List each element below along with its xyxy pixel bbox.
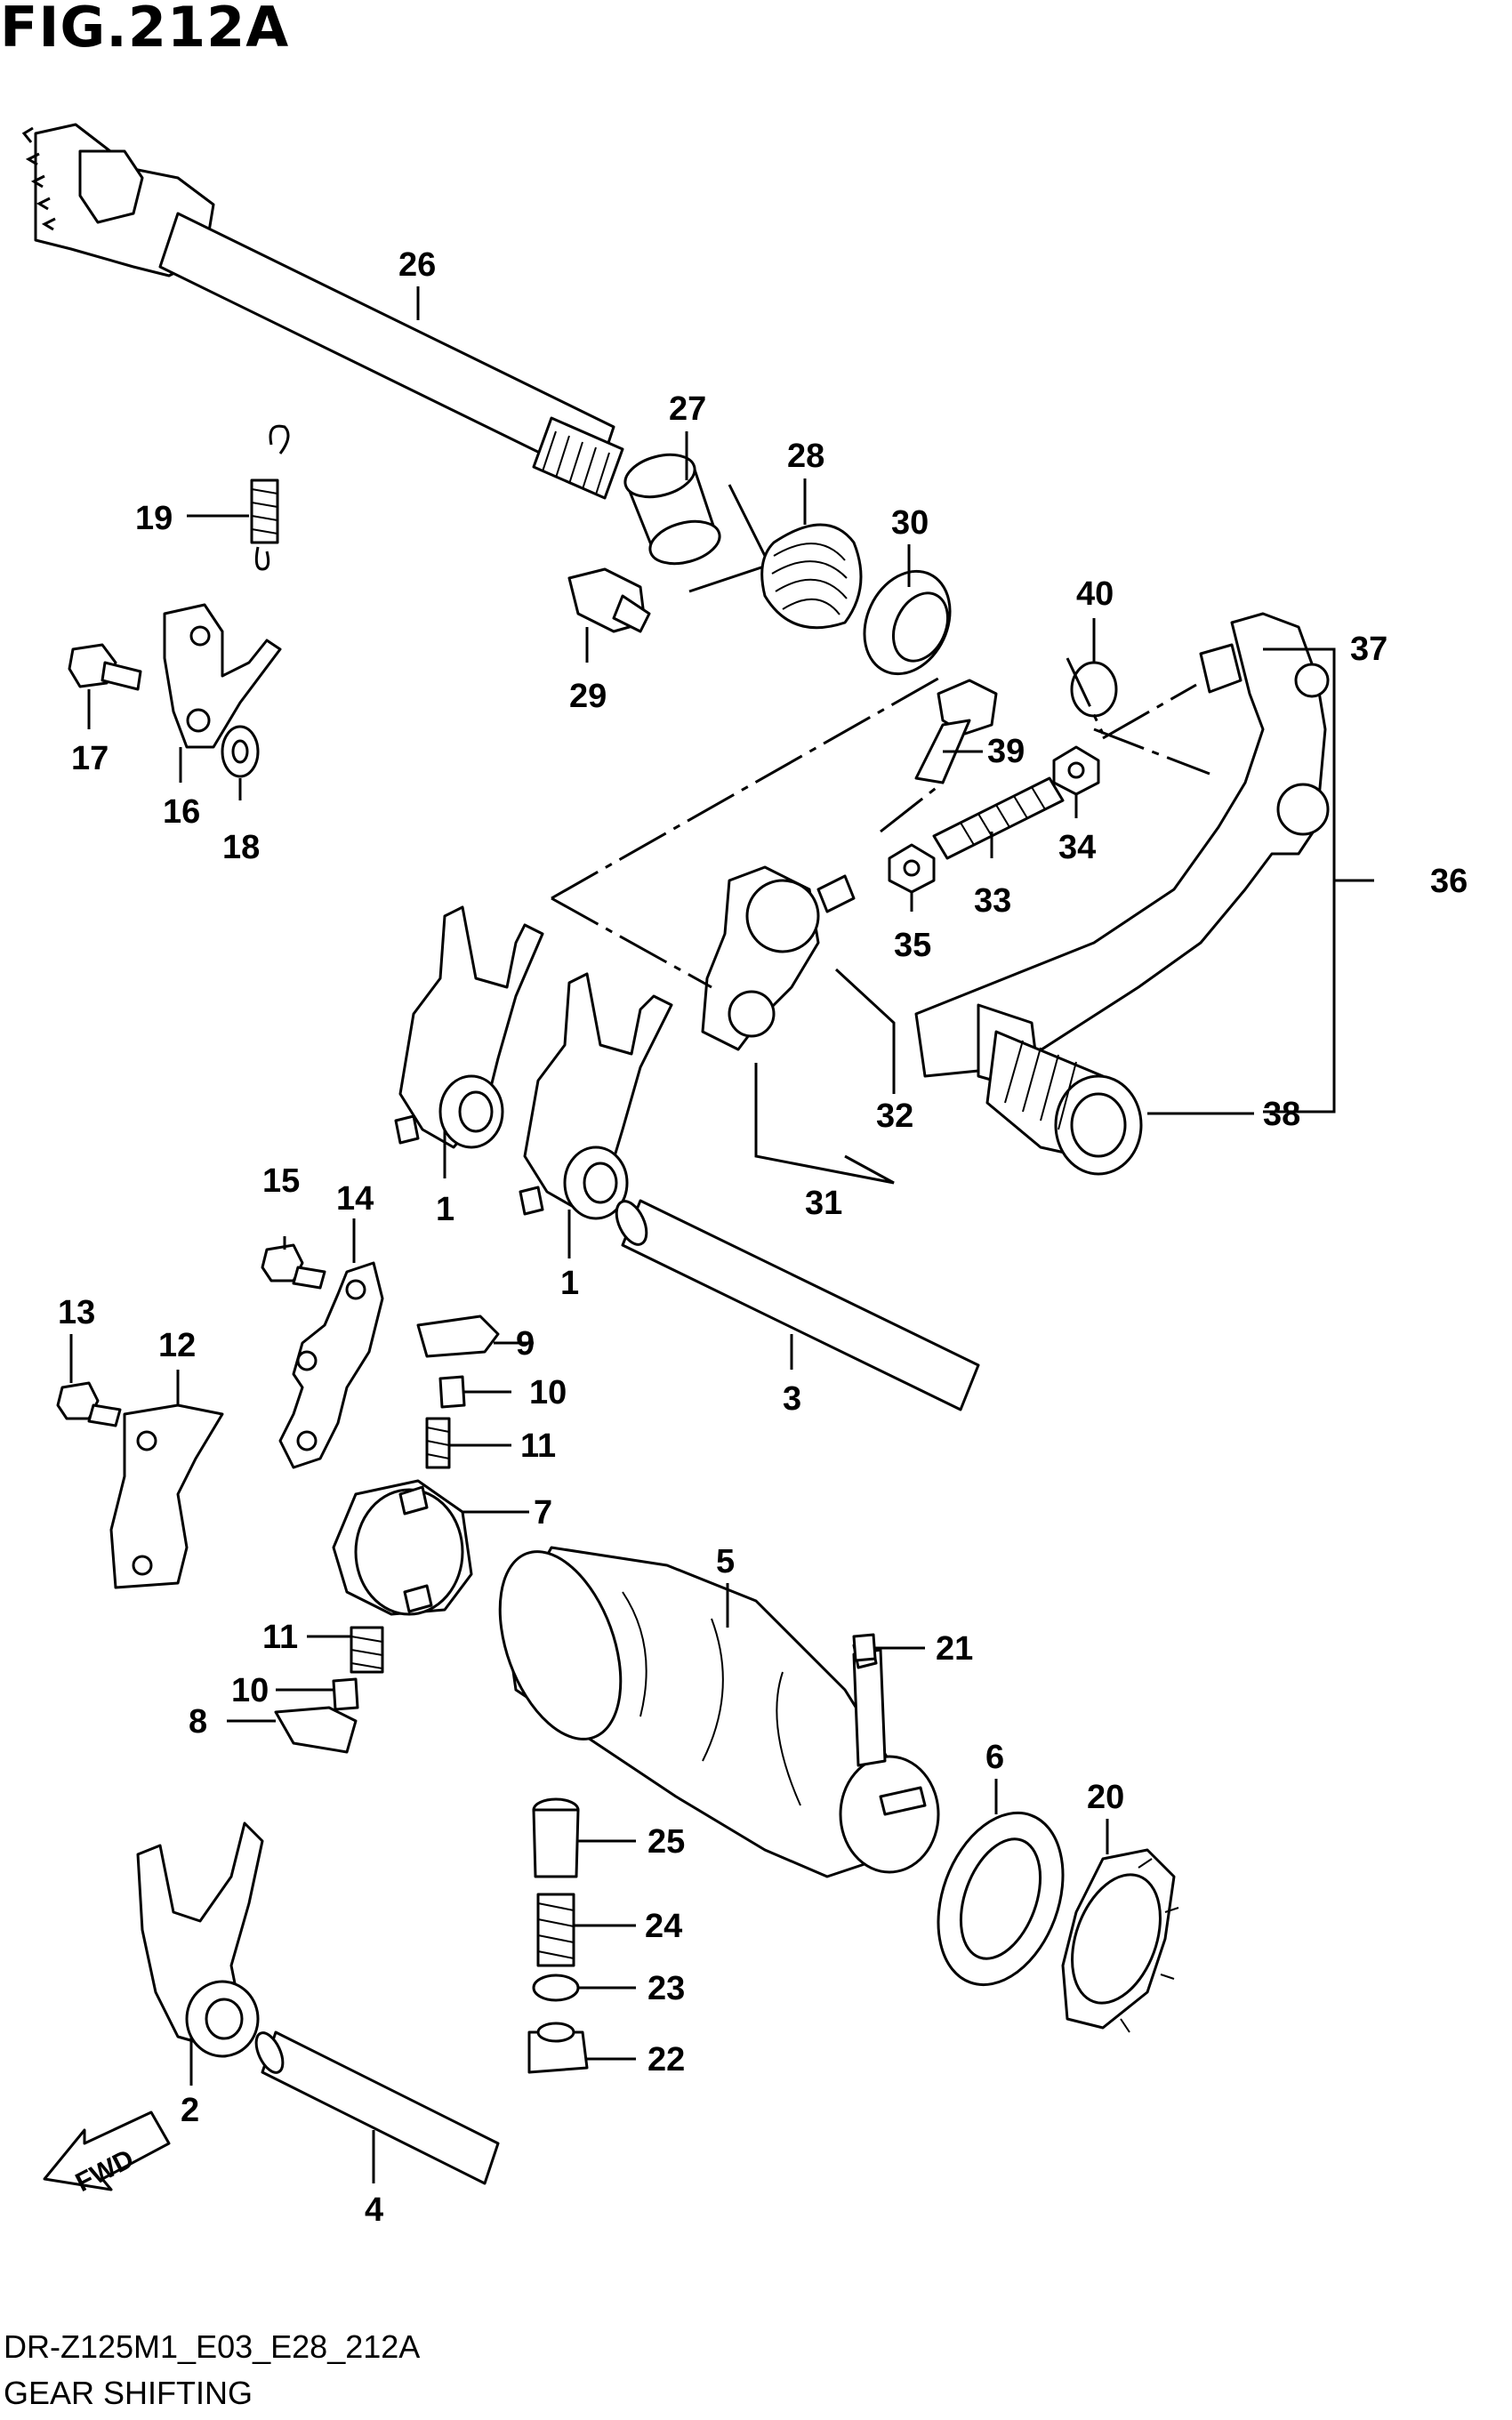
part-spring-11a <box>425 1417 451 1469</box>
callout-13: 13 <box>58 1294 95 1331</box>
callout-29: 29 <box>569 678 607 715</box>
callout-38: 38 <box>1263 1096 1300 1133</box>
part-return-spring <box>688 484 863 630</box>
part-cam-guide-14 <box>278 1261 384 1469</box>
part-washer-23 <box>532 1974 580 2002</box>
part-link-rod <box>932 776 1065 860</box>
part-gearshift-cam <box>498 1546 940 1878</box>
part-screw-15 <box>261 1243 326 1290</box>
callout-4: 4 <box>365 2191 383 2229</box>
part-stopper-8 <box>274 1706 358 1754</box>
callout-14: 14 <box>336 1180 374 1218</box>
part-circlip <box>1070 661 1118 718</box>
callout-11b: 11 <box>262 1619 298 1656</box>
part-fork-shaft-3 <box>615 1199 980 1411</box>
callout-24: 24 <box>645 1908 682 1945</box>
callout-1b: 1 <box>560 1265 579 1302</box>
part-shift-fork-2 <box>136 1821 264 2058</box>
callout-33: 33 <box>974 882 1011 920</box>
callout-labels: 26 27 28 30 19 29 40 37 39 34 33 35 36 3… <box>58 246 1468 2229</box>
part-bolt-17 <box>68 643 142 691</box>
part-fork-shaft-4 <box>254 2030 500 2185</box>
leader-lines <box>69 286 1374 2183</box>
diagram-code: DR-Z125M1_E03_E28_212A <box>4 2328 421 2365</box>
callout-18: 18 <box>222 829 260 866</box>
callout-9: 9 <box>516 1325 535 1363</box>
part-pin-10a <box>438 1375 466 1409</box>
callout-37: 37 <box>1350 631 1387 668</box>
callout-3: 3 <box>783 1380 801 1418</box>
callout-30: 30 <box>891 504 929 542</box>
part-shift-fork-1b <box>519 972 673 1220</box>
part-cam-plate-20 <box>1061 1848 1179 2033</box>
part-pin-25 <box>532 1797 580 1878</box>
part-bolt-39 <box>914 679 998 784</box>
part-stopper-bolt <box>567 567 651 633</box>
callout-10b: 10 <box>231 1672 269 1709</box>
callout-27: 27 <box>669 390 706 428</box>
part-bushing <box>623 453 721 566</box>
fwd-direction-arrow: FWD <box>43 2110 171 2198</box>
callout-34: 34 <box>1058 829 1096 866</box>
part-stopper-9 <box>416 1315 500 1358</box>
callout-32: 32 <box>876 1097 913 1135</box>
callout-6: 6 <box>985 1739 1004 1776</box>
part-spring-11b <box>350 1626 384 1674</box>
callout-39: 39 <box>987 733 1025 770</box>
callout-36: 36 <box>1430 863 1468 900</box>
part-pin-10b <box>332 1677 359 1711</box>
callout-2: 2 <box>181 2092 199 2129</box>
callout-26: 26 <box>398 246 436 284</box>
callout-20: 20 <box>1087 1779 1124 1816</box>
part-nut-35 <box>888 843 936 894</box>
part-plug-22 <box>527 2022 589 2074</box>
callout-35: 35 <box>894 927 931 964</box>
callout-40: 40 <box>1076 575 1114 613</box>
callout-28: 28 <box>787 438 824 475</box>
part-screw-13 <box>56 1381 122 1427</box>
part-plate-12 <box>109 1403 224 1589</box>
callout-15: 15 <box>262 1162 300 1200</box>
callout-21: 21 <box>936 1630 973 1668</box>
section-name: GEAR SHIFTING <box>4 2375 253 2411</box>
figure-title: FIG.212A <box>0 0 290 60</box>
callout-7: 7 <box>534 1494 552 1532</box>
part-gearshift-shaft <box>21 123 624 500</box>
part-shift-fork-1a <box>394 905 544 1149</box>
callout-19: 19 <box>135 500 173 537</box>
part-pin-21 <box>852 1633 877 1662</box>
assembly-guide-lines <box>551 657 1210 989</box>
part-oil-seal <box>863 569 952 676</box>
part-spring-24 <box>536 1893 575 1967</box>
callout-8: 8 <box>189 1703 207 1741</box>
callout-25: 25 <box>647 1823 685 1861</box>
callout-11a: 11 <box>520 1427 556 1465</box>
callout-12: 12 <box>158 1327 196 1364</box>
callout-22: 22 <box>647 2041 685 2078</box>
part-cam-driven-gear <box>332 1479 473 1616</box>
callout-16: 16 <box>163 793 200 831</box>
part-nut-34 <box>1052 745 1100 796</box>
part-gearshift-lever <box>914 612 1330 1176</box>
part-washer-6 <box>937 1811 1065 1987</box>
callout-5: 5 <box>716 1543 735 1580</box>
part-spring-19 <box>250 424 290 571</box>
part-shift-arm <box>701 865 856 1051</box>
callout-31: 31 <box>805 1185 842 1222</box>
callout-10a: 10 <box>529 1374 567 1411</box>
callout-17: 17 <box>71 740 109 777</box>
part-stopper-plate <box>163 603 282 749</box>
callout-23: 23 <box>647 1970 685 2007</box>
callout-1a: 1 <box>436 1191 454 1228</box>
